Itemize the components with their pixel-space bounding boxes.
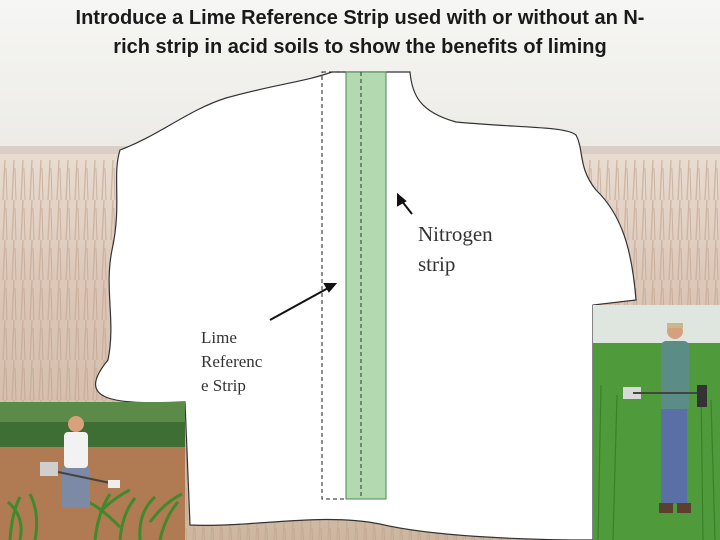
wheat-field-photo: [593, 305, 720, 540]
nitrogen-arrow: [397, 192, 413, 215]
nitrogen-strip: [345, 71, 387, 500]
title-line-1: Introduce a Lime Reference Strip used wi…: [75, 7, 645, 29]
lime-label-line-2: Referenc: [201, 352, 263, 371]
slide-title: Introduce a Lime Reference Strip used wi…: [0, 4, 720, 62]
nitrogen-strip-label: Nitrogen strip: [418, 219, 493, 279]
lime-label-line-1: Lime: [201, 328, 237, 347]
lime-arrow: [269, 283, 338, 321]
lime-label-line-3: e Strip: [201, 376, 246, 395]
lime-strip-label: Lime Referenc e Strip: [201, 326, 262, 398]
nitrogen-label-line-1: Nitrogen: [418, 222, 493, 246]
title-line-2: rich strip in acid soils to show the ben…: [113, 36, 607, 58]
corn-field-photo: [0, 402, 185, 540]
nitrogen-label-line-2: strip: [418, 252, 456, 276]
